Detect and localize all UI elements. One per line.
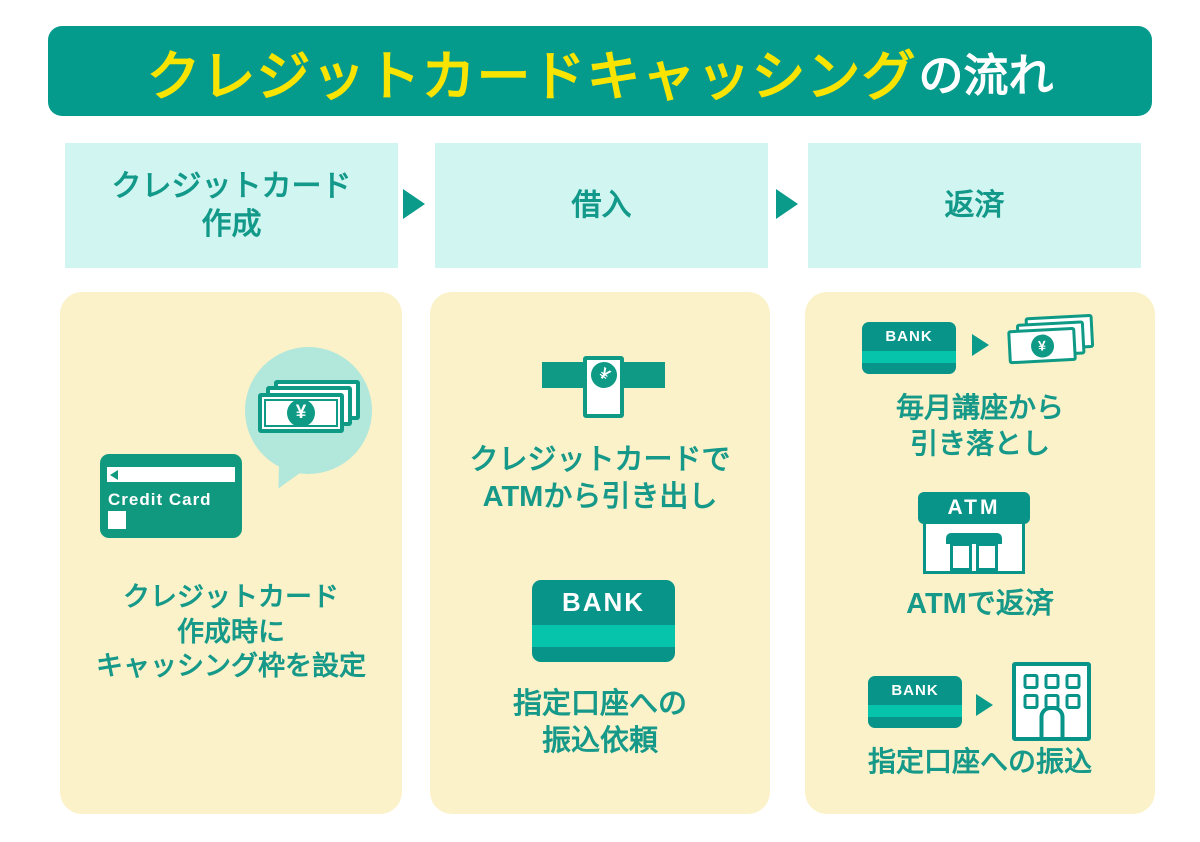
step-card-creation-label: クレジットカード 作成: [111, 170, 352, 241]
bank-card-bottom-band: [868, 717, 962, 728]
debit-caption: 毎月講座から 引き落とし: [895, 392, 1064, 459]
door-pane: [976, 544, 998, 571]
inserted-card-icon: ¥: [583, 356, 624, 418]
atm-door-icon: [946, 533, 1002, 571]
window-icon: [1065, 694, 1080, 709]
yen-circle-icon: ¥: [287, 399, 315, 427]
atm-repay-caption: ATMで返済: [906, 588, 1054, 620]
bank-card-mid-band: [862, 351, 956, 363]
bank-card-bottom-band: [862, 363, 956, 374]
title-banner: クレジットカードキャッシング の流れ: [48, 26, 1152, 116]
atm-door-lintel: [946, 533, 1002, 544]
atm-building-icon: ATM: [918, 492, 1030, 576]
atm-label: ATM: [947, 496, 1001, 519]
credit-card-icon: Credit Card: [100, 454, 242, 538]
window-icon: [1023, 694, 1038, 709]
atm-door-panes: [946, 544, 1002, 571]
bank-card-icon: BANK: [868, 676, 962, 728]
card-arrow-icon: [110, 469, 118, 480]
withdraw-caption: クレジットカードで ATMから引き出し: [469, 444, 731, 514]
bank-card-top-band: BANK: [868, 676, 962, 705]
bank-card-mid-band: [868, 705, 962, 717]
atm-card-slot-icon: ¥: [542, 356, 665, 420]
arrow-right-icon: [976, 694, 993, 716]
step-borrowing-label: 借入: [571, 188, 632, 222]
atm-building-body: [923, 524, 1025, 574]
step-card-creation: クレジットカード 作成: [65, 143, 398, 268]
bank-card-mid-band: [532, 625, 675, 647]
panel-borrowing: ¥ クレジットカードで ATMから引き出し BANK 指定口座への 振込依頼: [430, 292, 770, 814]
yen-circle-icon: ¥: [1029, 333, 1055, 358]
building-door-icon: [1039, 706, 1064, 737]
panel-card-creation: ¥ Credit Card クレジットカード 作成時に キャッシング枠を設定: [60, 292, 402, 814]
window-icon: [1065, 674, 1080, 689]
yen-symbol: ¥: [595, 365, 613, 385]
yen-bills-icon: ¥: [1007, 313, 1100, 377]
bank-label: BANK: [561, 587, 646, 617]
flow-arrow-icon: [776, 189, 798, 219]
panel-card-creation-caption: クレジットカード 作成時に キャッシング枠を設定: [96, 582, 366, 682]
window-icon: [1023, 674, 1038, 689]
card-chip-icon: [108, 511, 126, 529]
bank-transfer-caption: 指定口座への振込: [867, 746, 1092, 777]
bank-card-bottom-band: [532, 647, 675, 662]
panel-repayment: BANK ¥ 毎月講座から 引き落とし ATM: [805, 292, 1155, 814]
bank-card-top-band: BANK: [532, 580, 675, 625]
step-repayment-label: 返済: [944, 188, 1005, 222]
step-repayment: 返済: [808, 143, 1141, 268]
bank-card-icon: BANK: [532, 580, 675, 662]
window-icon: [1044, 674, 1059, 689]
credit-card-label: Credit Card: [108, 490, 212, 509]
transfer-request-caption: 指定口座への 振込依頼: [512, 688, 687, 758]
speech-bubble-tail-icon: [266, 457, 304, 495]
bank-card-icon: BANK: [862, 322, 956, 374]
office-building-icon: [1012, 662, 1091, 741]
atm-signboard: ATM: [918, 492, 1030, 524]
yen-bills-icon: ¥: [258, 380, 370, 442]
yen-symbol: ¥: [295, 402, 307, 423]
yen-symbol: ¥: [1037, 337, 1047, 354]
step-borrowing: 借入: [435, 143, 768, 268]
title-suffix: の流れ: [918, 49, 1054, 101]
flow-arrow-icon: [403, 189, 425, 219]
card-magnetic-stripe: [107, 467, 235, 482]
building-windows: [1023, 674, 1080, 709]
bank-label: BANK: [885, 328, 933, 345]
bill-front-icon: ¥: [258, 393, 344, 433]
title-highlight: クレジットカードキャッシング: [146, 46, 917, 107]
door-pane: [950, 544, 972, 571]
bank-label: BANK: [891, 682, 939, 699]
bank-card-top-band: BANK: [862, 322, 956, 351]
yen-circle-icon: ¥: [585, 356, 622, 394]
bill-front-icon: ¥: [1007, 326, 1077, 365]
arrow-right-icon: [972, 334, 989, 356]
